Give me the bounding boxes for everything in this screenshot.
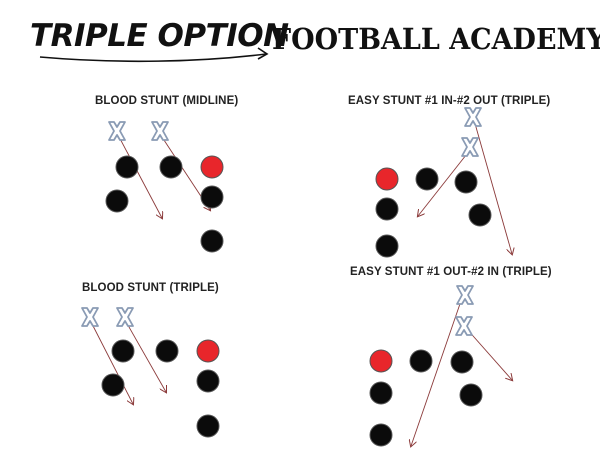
triple-option-logo: TRIPLE OPTION: [30, 18, 289, 54]
panel-easy-out-in: [369, 285, 512, 447]
offensive-player: [111, 339, 135, 363]
offensive-player: [468, 203, 492, 227]
stunt-arrow: [89, 319, 133, 404]
key-player: [369, 349, 393, 373]
offensive-player: [196, 369, 220, 393]
stunt-arrow: [465, 327, 512, 380]
offensive-player: [369, 423, 393, 447]
offensive-player: [415, 167, 439, 191]
panel-title-blood-midline: BLOOD STUNT (MIDLINE): [95, 95, 239, 107]
football-academy-logo: FOOTBALL ACADEMY: [272, 22, 600, 56]
offensive-player: [159, 155, 183, 179]
offensive-player: [454, 170, 478, 194]
key-player: [196, 339, 220, 363]
offensive-player: [375, 234, 399, 258]
logo-underline-arrow: [39, 47, 269, 63]
offensive-player: [375, 197, 399, 221]
defender-x-icon: [456, 285, 474, 305]
panel-title-easy-in-out: EASY STUNT #1 IN-#2 OUT (TRIPLE): [348, 95, 551, 107]
defender-x-icon: [461, 137, 479, 157]
panel-blood-triple: [81, 307, 220, 438]
stunt-arrow: [411, 297, 463, 446]
key-player: [375, 167, 399, 191]
defender-x-icon: [108, 121, 126, 141]
stunt-arrow: [418, 149, 471, 216]
offensive-player: [200, 185, 224, 209]
panel-easy-in-out: [375, 107, 512, 258]
stunt-arrow: [124, 319, 166, 392]
stunt-arrow: [116, 132, 162, 218]
defender-x-icon: [116, 307, 134, 327]
key-player: [200, 155, 224, 179]
offensive-player: [105, 189, 129, 213]
offensive-player: [409, 349, 433, 373]
defender-x-icon: [464, 107, 482, 127]
defender-x-icon: [81, 307, 99, 327]
stunt-arrow: [473, 119, 512, 254]
offensive-player: [459, 383, 483, 407]
offensive-player: [196, 414, 220, 438]
offensive-player: [155, 339, 179, 363]
offensive-player: [450, 350, 474, 374]
panel-title-easy-out-in: EASY STUNT #1 OUT-#2 IN (TRIPLE): [350, 266, 552, 278]
defender-x-icon: [151, 121, 169, 141]
panel-blood-midline: [105, 121, 224, 253]
panel-title-blood-triple: BLOOD STUNT (TRIPLE): [82, 282, 219, 294]
offensive-player: [115, 155, 139, 179]
offensive-player: [101, 373, 125, 397]
defender-x-icon: [455, 316, 473, 336]
offensive-player: [200, 229, 224, 253]
offensive-player: [369, 381, 393, 405]
academy-header: TRIPLE OPTION FOOTBALL ACADEMY: [0, 0, 600, 80]
